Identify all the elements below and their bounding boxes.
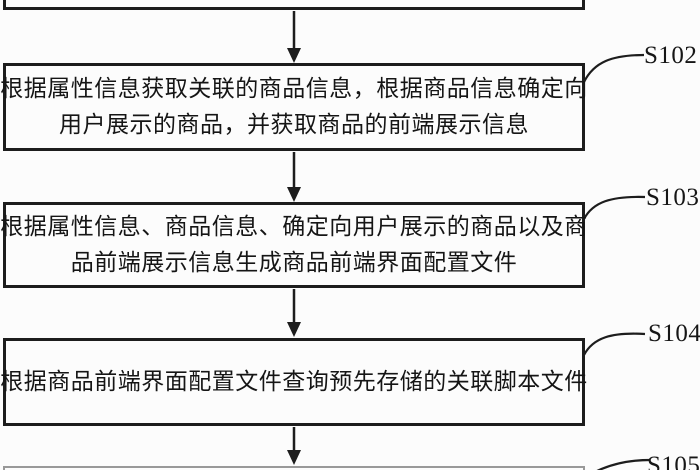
flow-step-text-line: 品前端展示信息生成商品前端界面配置文件 [70,250,518,275]
flow-arrow-1 [287,11,301,63]
flow-step-box-bottom-partial [3,466,585,470]
flow-step-text-line: 根据商品前端界面配置文件查询预先存储的关联脚本文件 [0,369,588,394]
flow-step-text-line: 根据属性信息、商品信息、确定向用户展示的商品以及商 [0,214,588,239]
flow-step-box-top-partial [3,0,585,10]
flow-step-text-line: 用户展示的商品，并获取商品的前端展示信息 [59,112,529,137]
flow-step-box-s102: 根据属性信息获取关联的商品信息，根据商品信息确定向 用户展示的商品，并获取商品的… [0,63,588,151]
label-leader-lines [583,53,651,470]
leader-s102 [583,53,645,83]
flow-arrow-2 [287,152,301,202]
leader-s104 [583,332,646,356]
step-label-s102: S102 [644,42,698,69]
step-label-s105: S105 [647,452,700,470]
flow-step-box-s104: 根据商品前端界面配置文件查询预先存储的关联脚本文件 [0,338,588,426]
leader-s105 [596,458,651,470]
flow-arrow-4 [287,427,301,465]
leader-s103 [583,195,646,220]
step-label-s103: S103 [646,184,700,211]
flow-step-box-s103: 根据属性信息、商品信息、确定向用户展示的商品以及商 品前端展示信息生成商品前端界… [0,202,588,288]
flow-arrow-3 [287,289,301,337]
flow-step-text-line: 根据属性信息获取关联的商品信息，根据商品信息确定向 [0,76,588,101]
step-label-s104: S104 [648,320,700,347]
